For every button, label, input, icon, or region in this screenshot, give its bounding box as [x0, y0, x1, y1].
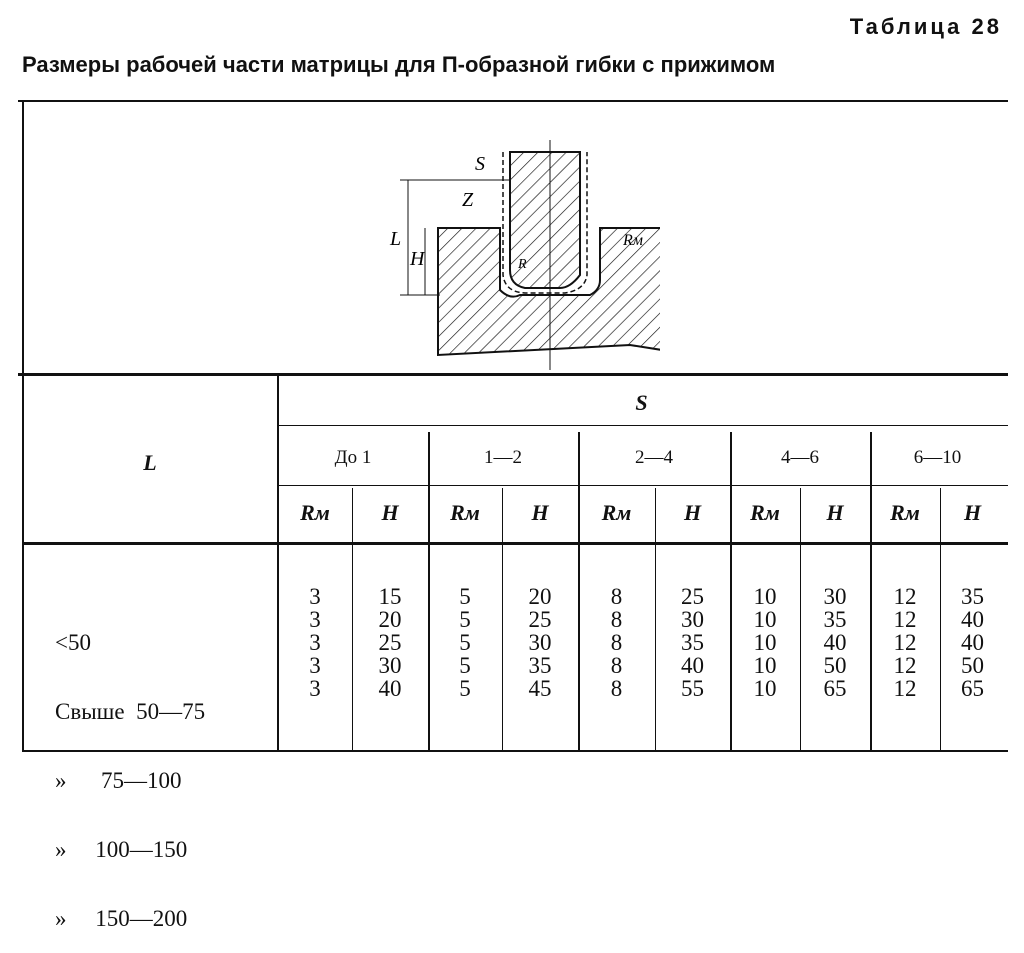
cell: 3 [309, 607, 321, 632]
label-l: L [389, 228, 401, 250]
h-header: H [683, 500, 702, 525]
cell: 5 [459, 607, 471, 632]
cell: 40 [961, 630, 984, 655]
rm-header: Rм [300, 500, 330, 525]
table-title: Размеры рабочей части матрицы для П-обра… [22, 52, 776, 77]
cell: 55 [681, 676, 704, 701]
cell: 65 [823, 676, 847, 701]
row-l: » 100—150 [55, 837, 188, 862]
cell: 20 [378, 607, 402, 632]
cell: 20 [528, 584, 552, 609]
cell: 50 [823, 653, 847, 678]
cell: 40 [823, 630, 847, 655]
cell: 65 [961, 676, 984, 701]
cell: 35 [961, 584, 984, 609]
label-rm: Rм [622, 232, 643, 249]
cell: 8 [610, 630, 623, 655]
cell: 8 [610, 584, 623, 609]
label-r: R [517, 257, 527, 272]
figure-rule [18, 373, 1008, 376]
cell: 40 [961, 607, 984, 632]
cell: 10 [753, 630, 777, 655]
cell: 5 [459, 676, 471, 701]
cell: 12 [893, 584, 917, 609]
row-l: Свыше 50—75 [55, 699, 206, 724]
group-header: 4—6 [781, 447, 819, 468]
cell: 35 [681, 630, 704, 655]
row-l: » 150—200 [55, 906, 188, 931]
cell: 8 [610, 676, 623, 701]
cell: 12 [893, 630, 917, 655]
cell: 35 [528, 653, 552, 678]
cell: 12 [893, 607, 917, 632]
label-h: H [409, 248, 426, 270]
row-l: » 75—100 [55, 768, 182, 793]
cell: 35 [823, 607, 847, 632]
group-header: 1—2 [484, 447, 522, 468]
h-header: H [531, 500, 549, 525]
h-header: H [963, 500, 982, 525]
die-figure: S Z L H R Rм [389, 140, 660, 370]
cell: 25 [528, 607, 552, 632]
cell: 50 [961, 653, 984, 678]
row-l: <50 [55, 630, 91, 655]
header-s: S [635, 390, 648, 415]
cell: 10 [753, 584, 777, 609]
cell: 10 [753, 676, 777, 701]
group-header: До 1 [334, 447, 372, 468]
h-header: H [826, 500, 844, 525]
row-labels: <50 Свыше 50—75 » 75—100 » 100—150 » 150… [55, 585, 205, 953]
label-z: Z [462, 189, 474, 211]
group-header: 6—10 [913, 447, 962, 468]
cell: 30 [681, 607, 704, 632]
cell: 12 [893, 653, 917, 678]
cell: 3 [309, 653, 321, 678]
table-number: Таблица 28 [849, 14, 1002, 39]
cell: 12 [893, 676, 917, 701]
h-header: H [381, 500, 399, 525]
rm-header: Rм [890, 500, 920, 525]
cell: 3 [309, 584, 321, 609]
cell: 8 [610, 607, 623, 632]
cell: 3 [309, 676, 321, 701]
rm-header: Rм [750, 500, 780, 525]
bottom-rule [22, 750, 1008, 752]
cell: 5 [459, 630, 471, 655]
rm-header: Rм [450, 500, 480, 525]
cell: 5 [459, 584, 471, 609]
cell: 25 [681, 584, 704, 609]
left-border [22, 100, 24, 750]
cell: 10 [753, 653, 777, 678]
header-l: L [143, 450, 157, 475]
cell: 45 [528, 676, 552, 701]
top-rule [18, 100, 1008, 102]
cell: 10 [753, 607, 777, 632]
rm-header: Rм [601, 500, 632, 525]
cell: 25 [378, 630, 402, 655]
cell: 3 [309, 630, 321, 655]
cell: 40 [681, 653, 704, 678]
label-s: S [475, 153, 485, 175]
cell: 40 [378, 676, 402, 701]
cell: 30 [528, 630, 552, 655]
cell: 30 [378, 653, 402, 678]
cell: 15 [378, 584, 402, 609]
group-header: 2—4 [635, 447, 673, 468]
cell: 5 [459, 653, 471, 678]
cell: 8 [610, 653, 623, 678]
cell: 30 [823, 584, 847, 609]
